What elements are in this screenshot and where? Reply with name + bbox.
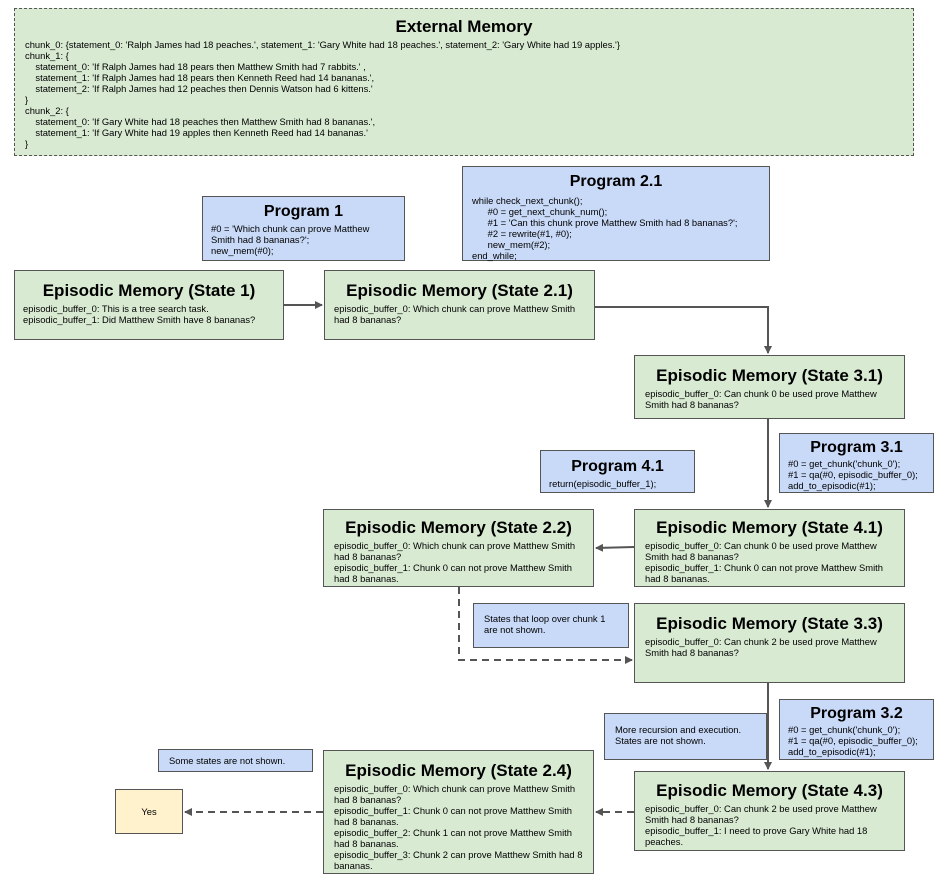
memory-line: statement_0: 'If Gary White had 18 peach… <box>25 115 376 127</box>
state-title: Episodic Memory (State 2.1) <box>346 281 573 300</box>
program-code: #0 = 'Which chunk can prove Matthew Smit… <box>211 222 370 256</box>
state-2-4-box: Episodic Memory (State 2.4) episodic_buf… <box>323 750 594 874</box>
recursion-note: More recursion and execution. States are… <box>604 713 767 760</box>
note-text: States that loop over chunk 1 are not sh… <box>484 613 606 635</box>
note-text: Some states are not shown. <box>169 755 286 766</box>
arrow-s21-to-s31 <box>595 306 772 354</box>
memory-line: statement_1: 'If Ralph James had 18 pear… <box>25 71 375 83</box>
program-3-2-box: Program 3.2 #0 = get_chunk('chunk_0'); #… <box>779 699 934 760</box>
state-title: Episodic Memory (State 4.3) <box>656 781 883 800</box>
memory-line: } <box>25 137 29 149</box>
memory-line: chunk_0: {statement_0: 'Ralph James had … <box>25 38 620 50</box>
state-buffers: episodic_buffer_0: Which chunk can prove… <box>334 782 583 871</box>
program-code: #0 = get_chunk('chunk_0'); #1 = qa(#0, e… <box>788 457 918 491</box>
program-code: return(episodic_buffer_1); <box>549 477 657 489</box>
program-2-1-box: Program 2.1 while check_next_chunk(); #0… <box>462 166 770 261</box>
program-3-1-box: Program 3.1 #0 = get_chunk('chunk_0'); #… <box>779 433 934 493</box>
note-text: More recursion and execution. States are… <box>615 724 742 746</box>
program-title: Program 1 <box>263 203 344 220</box>
state-buffers: episodic_buffer_0: Can chunk 2 be used p… <box>645 635 877 658</box>
program-code: #0 = get_chunk('chunk_0'); #1 = qa(#0, e… <box>788 723 918 757</box>
loop-note: States that loop over chunk 1 are not sh… <box>473 603 629 648</box>
answer-box: Yes <box>115 789 183 834</box>
external-memory-content: chunk_0: {statement_0: 'Ralph James had … <box>25 39 903 149</box>
program-4-1-box: Program 4.1 return(episodic_buffer_1); <box>540 450 695 493</box>
state-3-3-box: Episodic Memory (State 3.3) episodic_buf… <box>634 603 905 683</box>
state-title: Episodic Memory (State 1) <box>42 281 256 300</box>
state-4-1-box: Episodic Memory (State 4.1) episodic_buf… <box>634 509 905 587</box>
external-memory-title: External Memory <box>395 17 533 36</box>
state-buffers: episodic_buffer_0: Can chunk 0 be used p… <box>645 539 883 584</box>
state-2-2-box: Episodic Memory (State 2.2) episodic_buf… <box>323 509 594 587</box>
state-buffers: episodic_buffer_0: Can chunk 2 be used p… <box>645 802 877 847</box>
state-1-box: Episodic Memory (State 1) episodic_buffe… <box>14 270 284 340</box>
memory-line: statement_1: 'If Gary White had 19 apple… <box>25 126 368 138</box>
program-title: Program 2.1 <box>569 173 663 190</box>
state-2-1-box: Episodic Memory (State 2.1) episodic_buf… <box>324 270 595 340</box>
external-memory-box: External Memory chunk_0: {statement_0: '… <box>14 8 914 156</box>
program-code: while check_next_chunk(); #0 = get_next_… <box>472 194 738 261</box>
memory-line: chunk_2: { <box>25 104 69 116</box>
memory-line: statement_2: 'If Ralph James had 12 peac… <box>25 82 373 94</box>
state-buffers: episodic_buffer_0: This is a tree search… <box>23 302 256 325</box>
program-title: Program 4.1 <box>571 458 664 475</box>
state-4-3-box: Episodic Memory (State 4.3) episodic_buf… <box>634 771 905 851</box>
state-title: Episodic Memory (State 4.1) <box>656 518 883 537</box>
program-title: Program 3.2 <box>810 705 903 722</box>
program-1-box: Program 1 #0 = 'Which chunk can prove Ma… <box>202 196 405 261</box>
answer-label: Yes <box>141 806 157 817</box>
state-title: Episodic Memory (State 3.1) <box>656 366 883 385</box>
state-buffers: episodic_buffer_0: Which chunk can prove… <box>334 302 576 325</box>
state-title: Episodic Memory (State 2.2) <box>345 518 572 537</box>
memory-line: chunk_1: { <box>25 49 69 61</box>
state-buffers: episodic_buffer_0: Which chunk can prove… <box>334 539 576 584</box>
program-title: Program 3.1 <box>810 439 903 456</box>
arrow-s41-to-s22 <box>595 543 635 552</box>
state-title: Episodic Memory (State 2.4) <box>345 761 572 780</box>
memory-line: } <box>25 93 29 105</box>
arrow-s22-to-s33 <box>458 587 633 664</box>
state-buffers: episodic_buffer_0: Can chunk 0 be used p… <box>645 387 877 410</box>
state-3-1-box: Episodic Memory (State 3.1) episodic_buf… <box>634 355 905 419</box>
state-title: Episodic Memory (State 3.3) <box>656 614 883 633</box>
memory-line: statement_0: 'If Ralph James had 18 pear… <box>25 60 366 72</box>
some-states-note: Some states are not shown. <box>158 749 313 772</box>
